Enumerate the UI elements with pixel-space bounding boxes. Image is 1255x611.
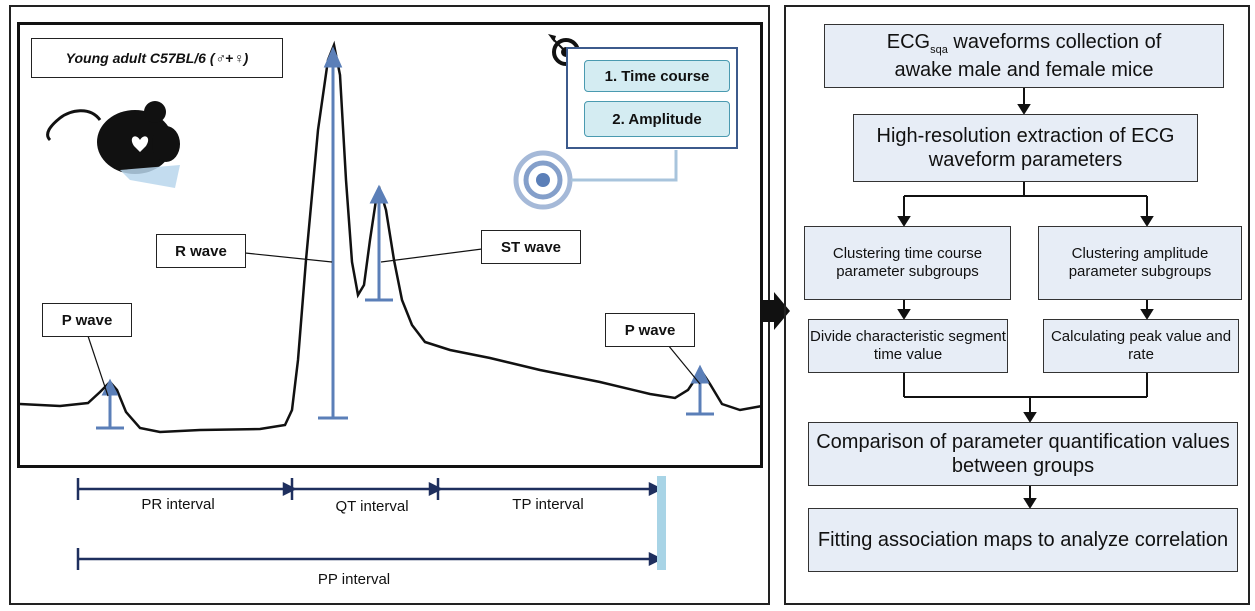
panel-transition-arrow (762, 292, 790, 330)
flow-step-calculate: Calculating peak value and rate (1043, 319, 1239, 373)
flow-step-divide: Divide characteristic segment time value (808, 319, 1008, 373)
pp-interval-label: PP interval (317, 571, 391, 588)
pp-end-bar (657, 476, 666, 570)
flow-step-fitting: Fitting association maps to analyze corr… (808, 508, 1238, 572)
comparison-text: Comparison of parameter quantification v… (816, 431, 1230, 477)
amplitude-marker-p-right (686, 364, 714, 416)
title-box: Young adult C57BL/6 (♂+♀) (31, 38, 283, 78)
qt-interval-label: QT interval (335, 498, 409, 515)
flow-step-cluster-amplitude: Clustering amplitude parameter subgroups (1038, 226, 1242, 300)
p-wave-left-text: P wave (61, 311, 113, 329)
legend-item-amplitude: 2. Amplitude (584, 101, 730, 137)
p-wave-right-label: P wave (605, 313, 695, 347)
r-wave-text: R wave (175, 242, 227, 260)
tp-interval-label: TP interval (512, 496, 584, 513)
amplitude-marker-r (318, 46, 348, 420)
divide-text: Divide characteristic segment time value (810, 328, 1006, 363)
leader-st-wave (380, 248, 483, 263)
p-wave-left-label: P wave (42, 303, 132, 337)
legend-item-time-course: 1. Time course (584, 60, 730, 92)
r-wave-label: R wave (156, 234, 246, 268)
amplitude-marker-st (365, 184, 393, 302)
flow-step-comparison: Comparison of parameter quantification v… (808, 422, 1238, 486)
st-wave-text: ST wave (500, 238, 562, 256)
collection-line1-rest: waveforms collection of (947, 31, 1162, 54)
legend-item-time-course-label: 1. Time course (604, 67, 710, 85)
p-wave-right-text: P wave (624, 321, 676, 339)
sqa-subscript: sqa (930, 44, 948, 57)
ecg-prefix: ECG (886, 31, 931, 54)
legend-item-amplitude-label: 2. Amplitude (612, 110, 702, 128)
amplitude-marker-p-left (96, 378, 124, 430)
extraction-text: High-resolution extraction of ECG wavefo… (876, 125, 1175, 171)
leader-p-right (667, 344, 701, 385)
pr-interval-label: PR interval (141, 496, 215, 513)
flow-step-collection: ECGsqa waveforms collection of awake mal… (824, 24, 1224, 88)
flow-step-cluster-time: Clustering time course parameter subgrou… (804, 226, 1011, 300)
leader-r-wave (244, 252, 333, 263)
target-icon (513, 150, 573, 210)
flow-step-extraction: High-resolution extraction of ECG wavefo… (853, 114, 1198, 182)
leader-p-left (87, 335, 109, 397)
ecg-trace (19, 40, 763, 434)
title-text: Young adult C57BL/6 (♂+♀) (65, 50, 249, 66)
collection-line2: awake male and female mice (894, 58, 1154, 81)
cluster-time-text: Clustering time course parameter subgrou… (832, 245, 983, 280)
mouse-icon (46, 101, 180, 188)
calculate-text: Calculating peak value and rate (1050, 328, 1232, 363)
cluster-amplitude-text: Clustering amplitude parameter subgroups (1068, 245, 1212, 280)
legend-connector (571, 150, 678, 182)
fitting-text: Fitting association maps to analyze corr… (817, 529, 1229, 551)
st-wave-label: ST wave (481, 230, 581, 264)
right-panel (784, 5, 1250, 605)
